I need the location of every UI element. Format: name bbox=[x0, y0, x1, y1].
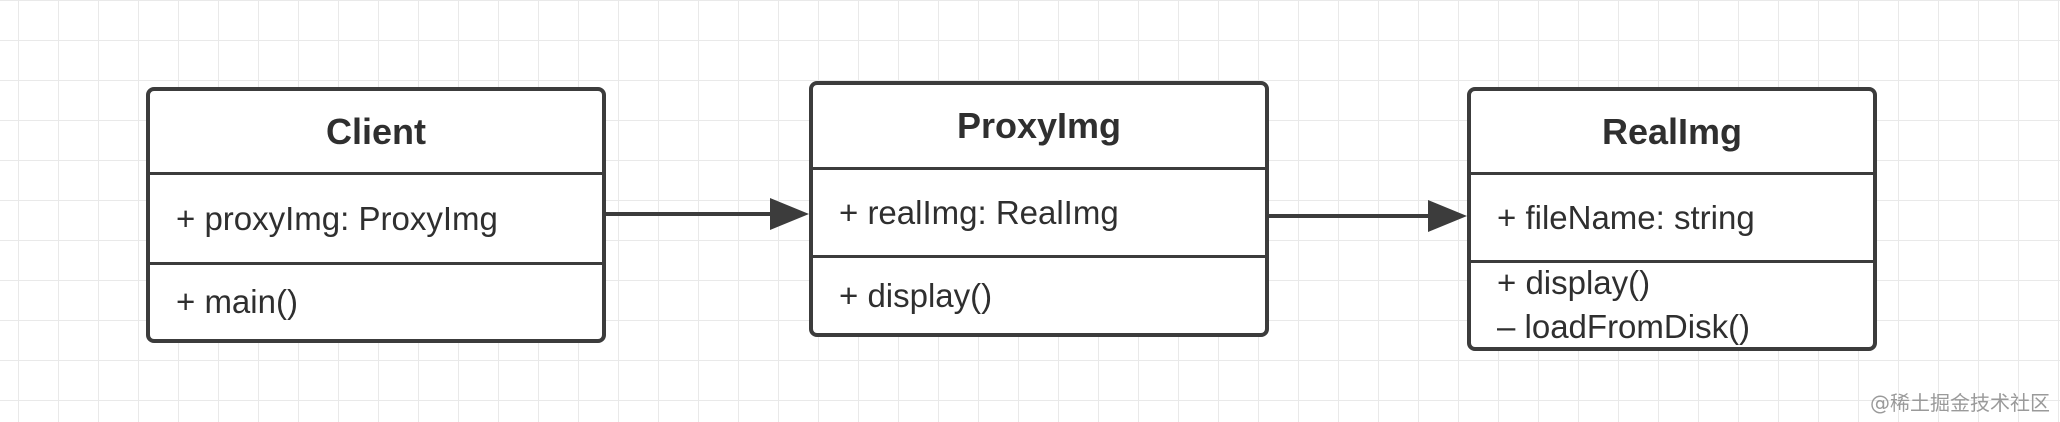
class-realimg[interactable]: RealImg + fileName: string + display() –… bbox=[1467, 87, 1877, 351]
attribute-filename: + fileName: string bbox=[1497, 198, 1755, 236]
operation-loadfromdisk: – loadFromDisk() bbox=[1497, 308, 1751, 345]
operation-main: + main() bbox=[176, 283, 298, 320]
class-realimg-operations: + display() – loadFromDisk() bbox=[1471, 263, 1873, 347]
class-realimg-attributes: + fileName: string bbox=[1471, 175, 1873, 263]
watermark: @稀土掘金技术社区 bbox=[1870, 391, 2050, 415]
class-client-operations: + main() bbox=[150, 265, 602, 339]
attribute-realimg: + realImg: RealImg bbox=[839, 193, 1119, 231]
class-proxyimg[interactable]: ProxyImg + realImg: RealImg + display() bbox=[809, 81, 1269, 337]
class-client-name: Client bbox=[150, 91, 602, 175]
class-client[interactable]: Client + proxyImg: ProxyImg + main() bbox=[146, 87, 606, 343]
class-proxyimg-operations: + display() bbox=[813, 258, 1265, 333]
class-client-attributes: + proxyImg: ProxyImg bbox=[150, 175, 602, 265]
class-proxyimg-name: ProxyImg bbox=[813, 85, 1265, 170]
operation-display: + display() bbox=[1497, 264, 1651, 301]
operation-display: + display() bbox=[839, 276, 993, 314]
class-proxyimg-attributes: + realImg: RealImg bbox=[813, 170, 1265, 258]
arrow-proxy-to-real bbox=[1269, 200, 1467, 232]
class-realimg-name: RealImg bbox=[1471, 91, 1873, 175]
attribute-proxyimg: + proxyImg: ProxyImg bbox=[176, 199, 498, 237]
arrow-client-to-proxy bbox=[606, 198, 809, 230]
